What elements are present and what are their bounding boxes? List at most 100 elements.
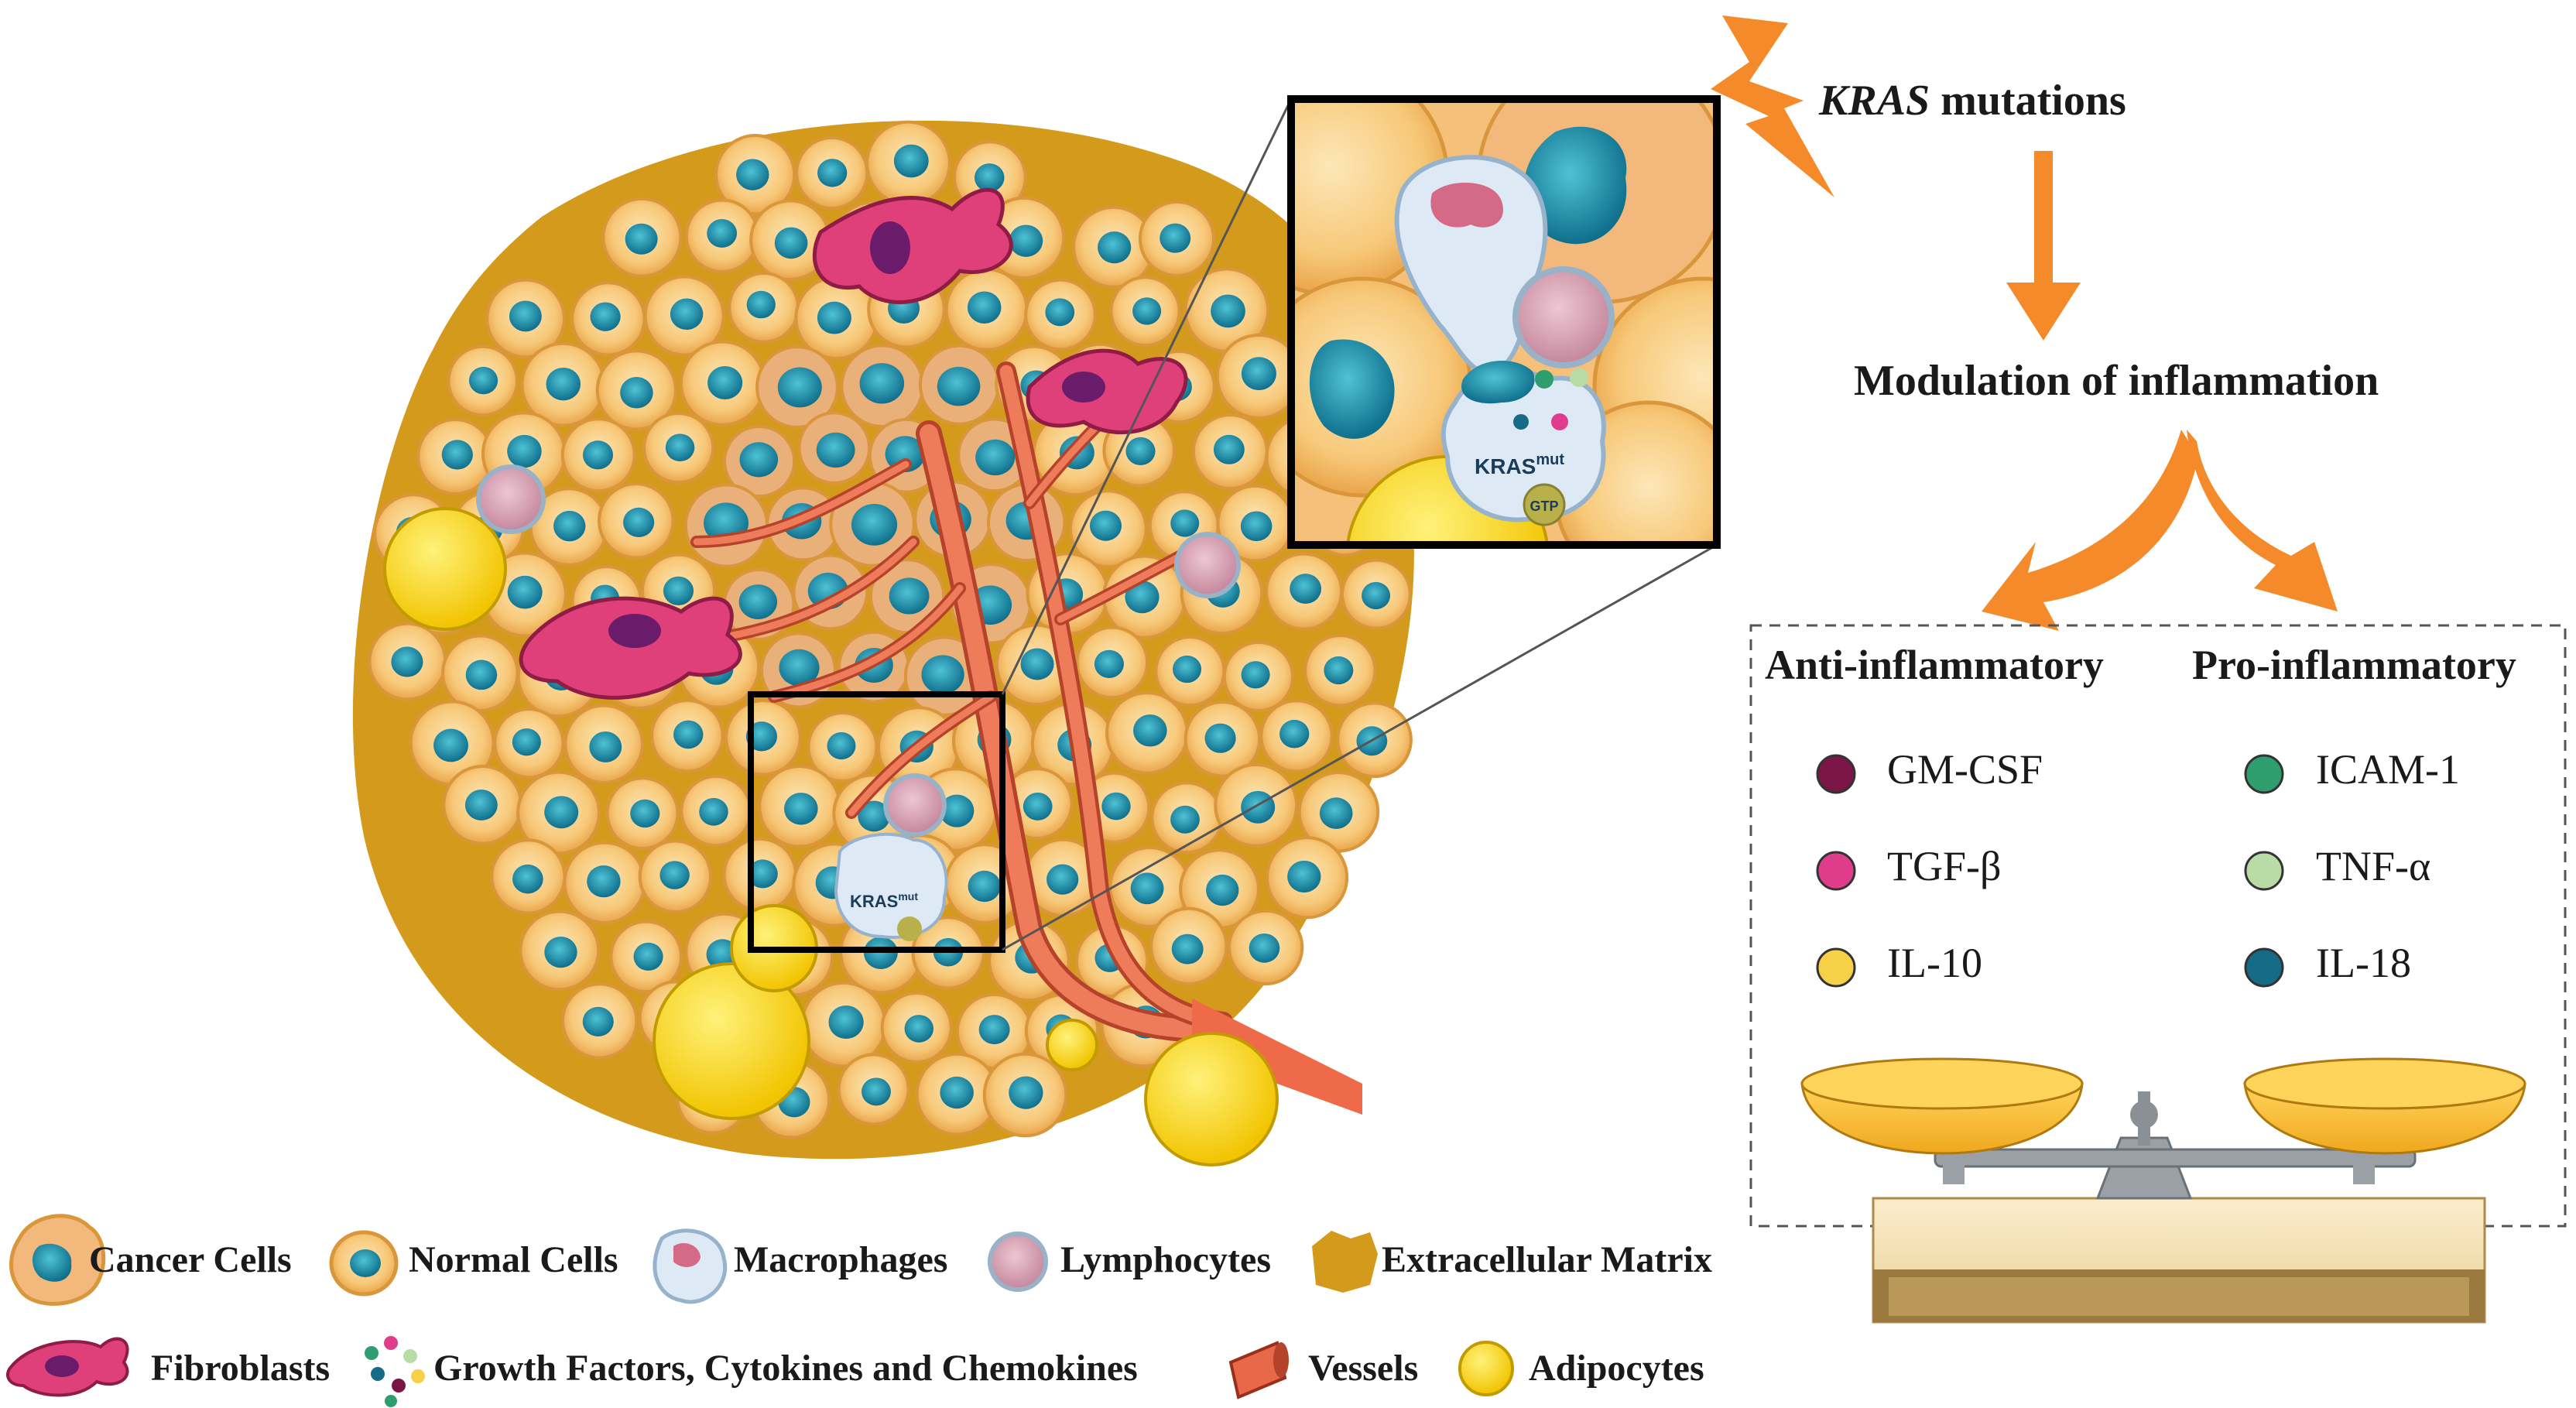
anti-item-label: GM-CSF bbox=[1887, 746, 2043, 793]
cell-nucleus bbox=[707, 366, 743, 399]
cell-nucleus bbox=[391, 646, 423, 677]
legend-label-extracellular-matrix: Extracellular Matrix bbox=[1382, 1239, 1712, 1280]
cell-nucleus bbox=[1045, 298, 1075, 327]
cell-nucleus bbox=[1130, 872, 1164, 905]
cell-nucleus bbox=[1046, 864, 1079, 895]
cell-nucleus bbox=[707, 218, 738, 248]
legend-icons bbox=[6, 1214, 1514, 1407]
cell-nucleus bbox=[816, 432, 855, 468]
cell-nucleus bbox=[893, 144, 929, 178]
cell-nucleus bbox=[1101, 792, 1131, 820]
cell-nucleus bbox=[512, 728, 541, 756]
cell-nucleus bbox=[1160, 223, 1191, 253]
cell-nucleus bbox=[904, 1015, 934, 1043]
cell-nucleus bbox=[544, 796, 579, 829]
cell-nucleus bbox=[441, 440, 473, 470]
legend-growth-factors-icon bbox=[365, 1336, 425, 1407]
cell-nucleus bbox=[739, 442, 779, 478]
cell-nucleus bbox=[1213, 434, 1245, 464]
cell-nucleus bbox=[433, 728, 469, 762]
cell-nucleus bbox=[978, 1015, 1010, 1045]
cell-nucleus bbox=[1023, 792, 1053, 820]
cell-nucleus bbox=[587, 865, 621, 898]
fibroblasts bbox=[519, 187, 1188, 700]
cell-nucleus bbox=[817, 159, 848, 187]
cell-nucleus bbox=[464, 790, 498, 820]
cell-nucleus bbox=[663, 576, 694, 606]
cell-nucleus bbox=[507, 575, 543, 609]
pro-item-marker bbox=[2244, 851, 2284, 891]
cell-nucleus bbox=[659, 861, 690, 889]
cell-nucleus bbox=[625, 223, 658, 255]
cell-nucleus bbox=[851, 503, 898, 546]
cell-nucleus bbox=[774, 227, 808, 259]
cell-nucleus bbox=[1324, 656, 1354, 685]
cell-nucleus bbox=[1171, 934, 1204, 964]
cell-nucleus bbox=[862, 1077, 891, 1106]
molecule-markers bbox=[1816, 754, 2284, 988]
cell-nucleus bbox=[1020, 648, 1054, 680]
pro-item-marker bbox=[2244, 754, 2284, 794]
kras-mutations-title: KRAS mutations bbox=[1819, 77, 2126, 125]
cell-nucleus bbox=[633, 942, 663, 971]
lymphocytes bbox=[476, 464, 1241, 837]
cell-nucleus bbox=[738, 584, 778, 619]
cell-nucleus bbox=[1094, 649, 1124, 678]
cell-nucleus bbox=[670, 298, 704, 331]
cell-nucleus bbox=[1241, 357, 1276, 391]
cell-nucleus bbox=[1362, 581, 1391, 610]
legend-adipocyte-icon bbox=[1458, 1341, 1514, 1396]
cell-nucleus bbox=[937, 366, 981, 406]
cell-nucleus bbox=[1125, 581, 1160, 614]
cell-nucleus bbox=[1133, 714, 1167, 747]
cell-nucleus bbox=[921, 655, 964, 694]
zoom-connector-lines bbox=[1001, 98, 1718, 951]
cell-nucleus bbox=[1132, 297, 1162, 325]
cell-nucleus bbox=[828, 1005, 864, 1040]
cell-nucleus bbox=[699, 797, 728, 826]
cell-nucleus bbox=[1319, 797, 1353, 829]
cell-nucleus bbox=[582, 1006, 614, 1036]
cell-nucleus bbox=[784, 793, 818, 825]
split-arrows-icon bbox=[1982, 430, 2338, 631]
cell-nucleus bbox=[630, 799, 660, 828]
cell-nucleus bbox=[1211, 294, 1245, 328]
modulation-title: Modulation of inflammation bbox=[1854, 357, 2379, 405]
cell-nucleus bbox=[827, 731, 856, 760]
cell-nucleus bbox=[779, 649, 820, 687]
zoom-gtp-label: GTP bbox=[1530, 498, 1558, 514]
cell-nucleus bbox=[1170, 509, 1200, 537]
cell-nucleus bbox=[859, 363, 905, 404]
legend-label-macrophages: Macrophages bbox=[734, 1239, 948, 1280]
cell-nucleus bbox=[1249, 933, 1280, 963]
cell-nucleus bbox=[1287, 860, 1321, 893]
inset-kras-label: KRASmut bbox=[850, 890, 918, 911]
cell-nucleus bbox=[544, 936, 577, 968]
pro-item-label: ICAM-1 bbox=[2316, 746, 2460, 793]
cell-nucleus bbox=[747, 859, 778, 889]
vessels bbox=[675, 358, 1362, 1115]
pro-inflammatory-heading: Pro-inflammatory bbox=[2192, 642, 2516, 688]
legend-matrix-icon bbox=[1312, 1231, 1378, 1293]
inset-marker bbox=[748, 691, 1005, 953]
cell-nucleus bbox=[589, 731, 622, 762]
cell-nucleus bbox=[582, 440, 614, 470]
cell-nucleus bbox=[858, 800, 891, 832]
cell-nucleus bbox=[940, 794, 975, 827]
cell-nucleus bbox=[507, 434, 542, 468]
zoom-kras-label: KRASmut bbox=[1475, 451, 1564, 478]
cell-nucleus bbox=[512, 864, 543, 894]
cell-nucleus bbox=[974, 163, 1005, 192]
cell-nucleus bbox=[1125, 437, 1156, 466]
cell-nucleus bbox=[817, 301, 851, 334]
cell-nucleus bbox=[546, 367, 581, 401]
cell-nucleus bbox=[590, 302, 621, 331]
cell-nucleus bbox=[889, 577, 930, 615]
anti-item-label: IL-10 bbox=[1887, 940, 1982, 986]
cell-nucleus bbox=[1173, 655, 1202, 683]
legend-label-vessels: Vessels bbox=[1308, 1348, 1419, 1389]
cell-nucleus bbox=[1290, 574, 1322, 605]
cell-nucleus bbox=[1204, 723, 1236, 753]
cell-nucleus bbox=[1009, 224, 1043, 257]
